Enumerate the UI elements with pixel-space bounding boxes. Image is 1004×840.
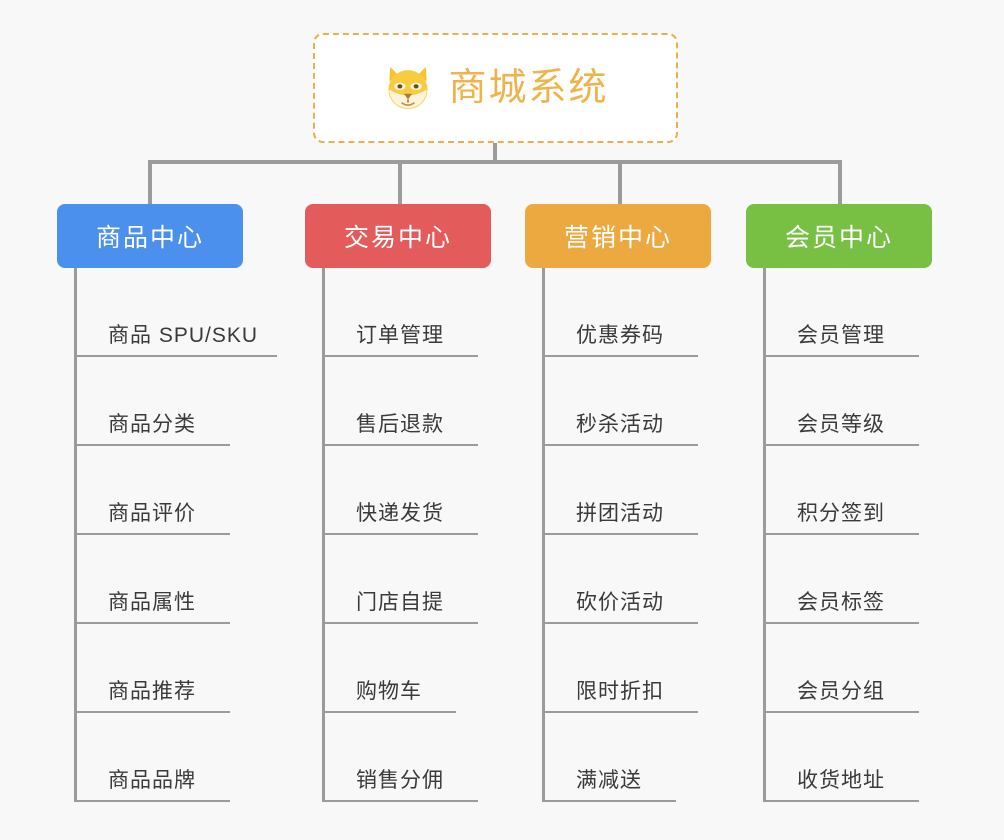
leaf-underline: 商品 SPU/SKU xyxy=(74,319,277,357)
connector-drop-4 xyxy=(838,160,842,208)
leaf-underline: 门店自提 xyxy=(322,586,478,624)
leaf-label: 优惠券码 xyxy=(576,324,664,347)
leaf-item[interactable]: 订单管理 xyxy=(322,268,525,357)
leaf-label: 销售分佣 xyxy=(356,769,444,792)
leaf-item[interactable]: 商品属性 xyxy=(74,535,277,624)
connector-root-stem xyxy=(493,143,497,163)
leaf-underline: 商品品牌 xyxy=(74,764,230,802)
leaf-item[interactable]: 积分签到 xyxy=(763,446,966,535)
branch-spine-member-center xyxy=(763,268,766,802)
leaf-label: 会员标签 xyxy=(797,591,885,614)
leaf-item[interactable]: 商品品牌 xyxy=(74,713,277,802)
leaf-label: 门店自提 xyxy=(356,591,444,614)
leaf-item[interactable]: 商品评价 xyxy=(74,446,277,535)
branch-spine-marketing-center xyxy=(542,268,545,802)
leaf-label: 拼团活动 xyxy=(576,502,664,525)
leaf-underline: 快递发货 xyxy=(322,497,478,535)
leaf-underline: 售后退款 xyxy=(322,408,478,446)
leaf-label: 商品 SPU/SKU xyxy=(108,324,259,347)
leaf-label: 商品推荐 xyxy=(108,680,196,703)
leaf-label: 秒杀活动 xyxy=(576,413,664,436)
leaf-item[interactable]: 商品推荐 xyxy=(74,624,277,713)
leaf-label: 会员分组 xyxy=(797,680,885,703)
branch-header-marketing-center[interactable]: 营销中心 xyxy=(525,204,711,268)
branch-header-product-center[interactable]: 商品中心 xyxy=(57,204,243,268)
leaf-item[interactable]: 会员分组 xyxy=(763,624,966,713)
leaf-item[interactable]: 购物车 xyxy=(322,624,525,713)
leaf-label: 快递发货 xyxy=(356,502,444,525)
leaf-item[interactable]: 会员等级 xyxy=(763,357,966,446)
connector-drop-2 xyxy=(398,160,402,208)
leaf-item[interactable]: 销售分佣 xyxy=(322,713,525,802)
leaf-item[interactable]: 秒杀活动 xyxy=(542,357,745,446)
leaf-label: 砍价活动 xyxy=(576,591,664,614)
leaf-label: 购物车 xyxy=(356,680,422,703)
branch-header-member-center[interactable]: 会员中心 xyxy=(746,204,932,268)
leaf-item[interactable]: 售后退款 xyxy=(322,357,525,446)
branch-items-product-center: 商品 SPU/SKU 商品分类商品评价商品属性商品推荐商品品牌 xyxy=(74,268,277,802)
leaf-label: 满减送 xyxy=(576,769,642,792)
leaf-underline: 积分签到 xyxy=(763,497,919,535)
leaf-underline: 限时折扣 xyxy=(542,675,698,713)
branch-column-member-center: 会员中心会员管理会员等级积分签到会员标签会员分组收货地址 xyxy=(746,204,966,802)
branch-spine-product-center xyxy=(74,268,77,802)
branch-spine-trade-center xyxy=(322,268,325,802)
leaf-label: 会员管理 xyxy=(797,324,885,347)
leaf-underline: 商品推荐 xyxy=(74,675,230,713)
branch-items-trade-center: 订单管理售后退款快递发货门店自提购物车销售分佣 xyxy=(322,268,525,802)
leaf-label: 商品属性 xyxy=(108,591,196,614)
branch-column-marketing-center: 营销中心优惠券码秒杀活动拼团活动砍价活动限时折扣满减送 xyxy=(525,204,745,802)
leaf-underline: 会员等级 xyxy=(763,408,919,446)
leaf-label: 收货地址 xyxy=(797,769,885,792)
connector-drop-1 xyxy=(148,160,152,208)
leaf-underline: 会员管理 xyxy=(763,319,919,357)
leaf-underline: 订单管理 xyxy=(322,319,478,357)
leaf-underline: 商品属性 xyxy=(74,586,230,624)
branch-items-member-center: 会员管理会员等级积分签到会员标签会员分组收货地址 xyxy=(763,268,966,802)
leaf-item[interactable]: 收货地址 xyxy=(763,713,966,802)
leaf-underline: 商品评价 xyxy=(74,497,230,535)
leaf-label: 会员等级 xyxy=(797,413,885,436)
shiba-dog-face-icon xyxy=(388,66,428,111)
leaf-item[interactable]: 门店自提 xyxy=(322,535,525,624)
root-title: 商城系统 xyxy=(448,67,609,109)
branch-column-product-center: 商品中心商品 SPU/SKU 商品分类商品评价商品属性商品推荐商品品牌 xyxy=(57,204,277,802)
leaf-underline: 秒杀活动 xyxy=(542,408,698,446)
leaf-underline: 砍价活动 xyxy=(542,586,698,624)
leaf-item[interactable]: 商品 SPU/SKU xyxy=(74,268,277,357)
leaf-item[interactable]: 会员标签 xyxy=(763,535,966,624)
leaf-underline: 会员分组 xyxy=(763,675,919,713)
connector-drop-3 xyxy=(618,160,622,208)
leaf-item[interactable]: 快递发货 xyxy=(322,446,525,535)
leaf-item[interactable]: 拼团活动 xyxy=(542,446,745,535)
leaf-underline: 拼团活动 xyxy=(542,497,698,535)
branch-items-marketing-center: 优惠券码秒杀活动拼团活动砍价活动限时折扣满减送 xyxy=(542,268,745,802)
leaf-label: 商品评价 xyxy=(108,502,196,525)
leaf-label: 商品分类 xyxy=(108,413,196,436)
leaf-underline: 满减送 xyxy=(542,764,676,802)
leaf-underline: 优惠券码 xyxy=(542,319,698,357)
leaf-underline: 商品分类 xyxy=(74,408,230,446)
root-node[interactable]: 商城系统 xyxy=(313,33,678,143)
leaf-label: 售后退款 xyxy=(356,413,444,436)
leaf-item[interactable]: 会员管理 xyxy=(763,268,966,357)
connector-horizontal-bus xyxy=(148,160,842,164)
leaf-item[interactable]: 满减送 xyxy=(542,713,745,802)
leaf-underline: 收货地址 xyxy=(763,764,919,802)
leaf-item[interactable]: 商品分类 xyxy=(74,357,277,446)
leaf-item[interactable]: 限时折扣 xyxy=(542,624,745,713)
leaf-label: 商品品牌 xyxy=(108,769,196,792)
leaf-item[interactable]: 优惠券码 xyxy=(542,268,745,357)
branch-column-trade-center: 交易中心订单管理售后退款快递发货门店自提购物车销售分佣 xyxy=(305,204,525,802)
leaf-label: 限时折扣 xyxy=(576,680,664,703)
leaf-underline: 销售分佣 xyxy=(322,764,478,802)
leaf-label: 积分签到 xyxy=(797,502,885,525)
leaf-underline: 会员标签 xyxy=(763,586,919,624)
leaf-underline: 购物车 xyxy=(322,675,456,713)
leaf-item[interactable]: 砍价活动 xyxy=(542,535,745,624)
branch-header-trade-center[interactable]: 交易中心 xyxy=(305,204,491,268)
leaf-label: 订单管理 xyxy=(356,324,444,347)
